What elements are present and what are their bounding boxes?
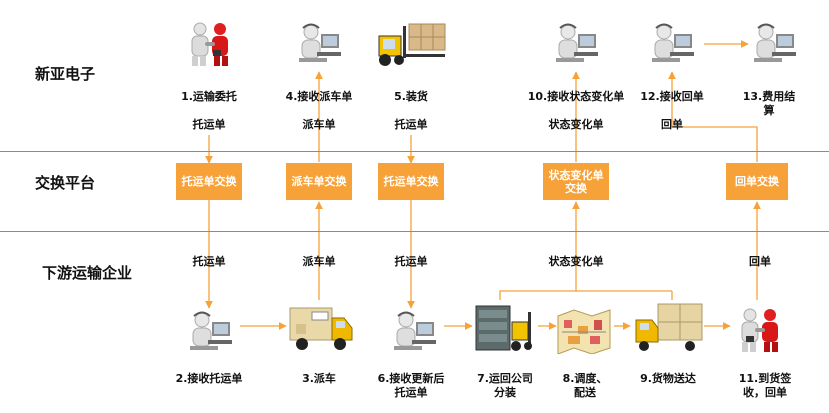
forklift-icon: [378, 23, 446, 66]
exchange-box-3: 托运单交换: [378, 163, 444, 200]
step-label-5: 5.装货: [394, 90, 428, 103]
lane-divider-bottom: [0, 231, 829, 232]
computer-worker-icon: [754, 23, 796, 62]
exchange-box-5: 回单交换: [726, 163, 788, 200]
step-label-8: 8.调度、 配送: [562, 372, 608, 399]
step-label-2: 2.接收托运单: [175, 372, 243, 385]
step-label-1: 1.运输委托: [181, 90, 237, 103]
warehouse-icon: [475, 305, 532, 351]
lane-divider-top: [0, 151, 829, 152]
handshake-icon: [191, 22, 228, 66]
doc-label-2-top: 派车单: [302, 118, 336, 131]
doc-label-1-bottom: 托运单: [192, 255, 226, 268]
exchange-box-1: 托运单交换: [176, 163, 242, 200]
step-label-3: 3.派车: [302, 372, 336, 385]
computer-worker-icon: [394, 311, 436, 350]
computer-worker-icon: [556, 23, 598, 62]
step-label-7: 7.运回公司 分装: [477, 372, 533, 399]
delivery-truck-icon: [289, 307, 353, 350]
step-label-13: 13.费用结算: [742, 90, 796, 117]
doc-label-5-bottom: 回单: [749, 255, 771, 268]
doc-label-5-top: 回单: [661, 118, 683, 131]
doc-label-1-top: 托运单: [192, 118, 226, 131]
computer-worker-icon: [652, 23, 694, 62]
computer-worker-icon: [299, 23, 341, 62]
lane-label-middle: 交换平台: [35, 174, 96, 192]
step-label-4: 4.接收派车单: [285, 90, 353, 103]
dispatch-map-icon: [557, 309, 611, 354]
doc-label-4-top: 状态变化单: [548, 118, 604, 131]
arrow-e5-to-s12: [668, 71, 758, 162]
arrow-s7-to-e4: [499, 201, 580, 300]
step-label-12: 12.接收回单: [640, 90, 704, 103]
handshake-icon: [741, 308, 778, 352]
doc-label-3-top: 托运单: [394, 118, 428, 131]
doc-label-2-bottom: 派车单: [302, 255, 336, 268]
step-label-6: 6.接收更新后 托运单: [377, 372, 445, 399]
lane-label-bottom: 下游运输企业: [42, 264, 133, 282]
lane-label-top: 新亚电子: [35, 65, 96, 83]
step-label-9: 9.货物送达: [640, 372, 696, 385]
doc-label-4-bottom: 状态变化单: [548, 255, 604, 268]
exchange-box-2: 派车单交换: [286, 163, 352, 200]
step-label-10: 10.接收状态变化单: [527, 90, 625, 103]
doc-label-3-bottom: 托运单: [394, 255, 428, 268]
step-label-11: 11.到货签收，回单: [738, 372, 792, 399]
delivery-truck-icon: [635, 303, 703, 351]
exchange-box-4: 状态变化单 交换: [543, 163, 609, 200]
computer-worker-icon: [190, 311, 232, 350]
